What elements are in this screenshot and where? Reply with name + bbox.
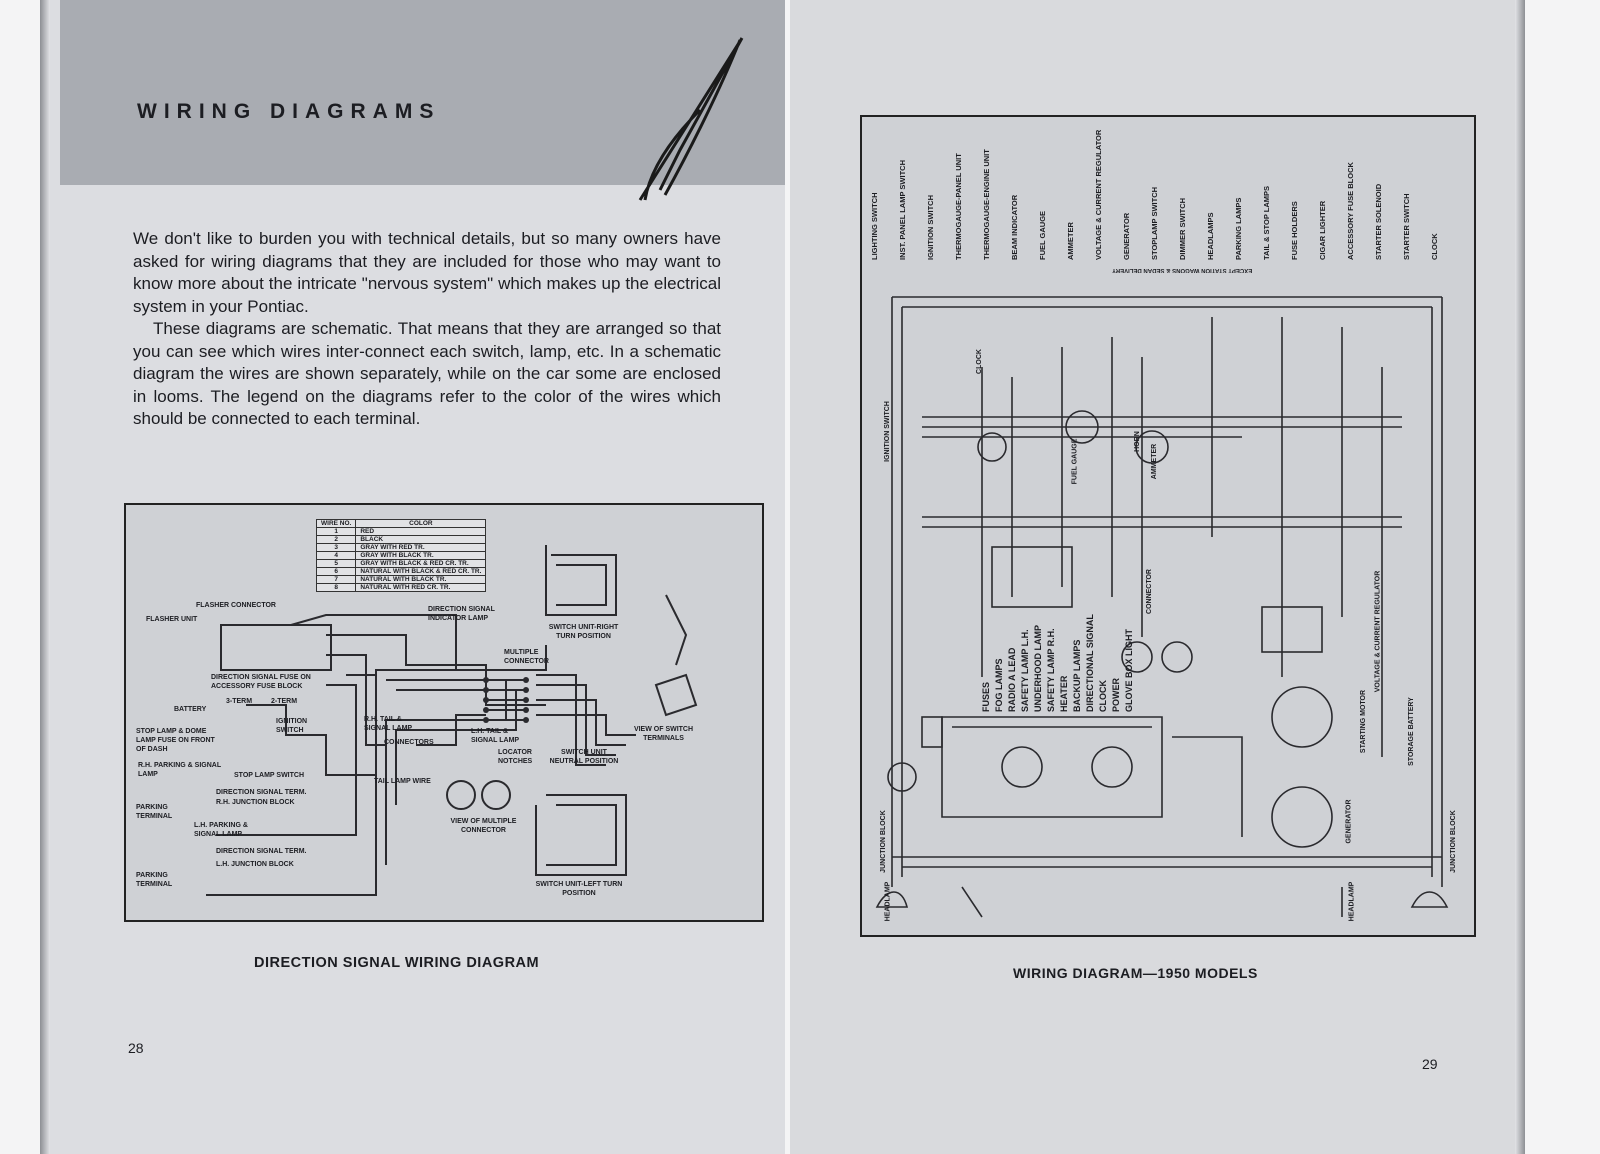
diagram-label: FLASHER CONNECTOR: [196, 602, 276, 609]
component-label: STARTING MOTOR: [1360, 689, 1368, 754]
diagram-label: STOP LAMP SWITCH: [234, 772, 305, 779]
diagram-label: R.H. TAIL & SIGNAL LAMP: [364, 716, 413, 732]
diagram-caption: WIRING DIAGRAM—1950 MODELS: [1013, 965, 1258, 981]
page-spine: [40, 0, 50, 1154]
diagram-label: DIRECTION SIGNAL FUSE ON ACCESSORY FUSE …: [211, 674, 311, 690]
wire-color: GRAY WITH BLACK TR.: [355, 551, 487, 560]
wire-number: 3: [315, 543, 357, 552]
diagram-label: MULTIPLE CONNECTOR: [504, 649, 549, 665]
diagram-label: VIEW OF SWITCH TERMINALS: [633, 726, 694, 742]
wire-number: 5: [315, 559, 357, 568]
wire-number: 1: [315, 527, 357, 536]
diagram-caption: DIRECTION SIGNAL WIRING DIAGRAM: [254, 955, 540, 971]
diagram-label: L.H. TAIL & SIGNAL LAMP: [471, 728, 520, 744]
component-label: AMMETER: [1151, 443, 1159, 480]
diagram-label: SWITCH UNIT-LEFT TURN POSITION: [535, 881, 623, 897]
wire-color: RED: [355, 527, 487, 536]
component-label: FUEL GAUGE: [1071, 438, 1079, 485]
page-title: WIRING DIAGRAMS: [137, 100, 441, 123]
wire-number: 2: [315, 535, 357, 544]
wire-number: 4: [315, 551, 357, 560]
component-label: JUNCTION BLOCK: [879, 810, 887, 873]
wire-number: 8: [315, 583, 357, 592]
accessory-label: GLOVE BOX LIGHT: [1124, 628, 1134, 712]
diagram-label: VIEW OF MULTIPLE CONNECTOR: [450, 818, 517, 834]
page-spine: [1515, 0, 1525, 1154]
component-label: HEADLAMP: [1348, 881, 1356, 922]
wire-color: BLACK: [355, 535, 487, 544]
diagram-label: DIRECTION SIGNAL TERM.: [216, 789, 307, 796]
component-label: HORN: [1133, 431, 1141, 452]
intro-paragraph: We don't like to burden you with technic…: [133, 229, 721, 316]
diagram-label: L.H. JUNCTION BLOCK: [216, 861, 294, 868]
page-number: 28: [128, 1040, 144, 1056]
diagram-label: CONNECTORS: [384, 739, 434, 746]
wire-color: NATURAL WITH RED CR. TR.: [355, 583, 487, 592]
accessory-label: CLOCK: [1098, 680, 1108, 712]
diagram-label: TAIL LAMP WIRE: [374, 778, 431, 785]
diagram-label: PARKING TERMINAL: [136, 804, 173, 820]
wire-number: 6: [315, 567, 357, 576]
component-label: VOLTAGE & CURRENT REGULATOR: [1374, 570, 1382, 693]
accessory-label: DIRECTIONAL SIGNAL: [1085, 614, 1095, 712]
component-label: GENERATOR: [1345, 799, 1353, 844]
diagram-label: PARKING TERMINAL: [136, 872, 173, 888]
intro-text: We don't like to burden you with technic…: [133, 228, 721, 431]
accessory-label: UNDERHOOD LAMP: [1033, 625, 1043, 712]
wire-color: GRAY WITH RED TR.: [355, 543, 487, 552]
component-label: HEADLAMP: [884, 881, 892, 922]
diagram-label: SWITCH UNIT NEUTRAL POSITION: [549, 749, 619, 765]
wire-color: GRAY WITH BLACK & RED CR. TR.: [355, 559, 487, 568]
accessory-label: FUSES: [981, 681, 991, 712]
diagram-label: STOP LAMP & DOME LAMP FUSE ON FRONT OF D…: [136, 728, 215, 753]
diagram-label: L.H. PARKING & SIGNAL LAMP: [194, 822, 248, 838]
wiring-lines: [206, 545, 698, 896]
component-label: IGNITION SWITCH: [883, 401, 891, 462]
diagram-label: FLASHER UNIT: [146, 616, 198, 623]
quill-logo-icon: [638, 37, 744, 201]
component-label: STORAGE BATTERY: [1407, 697, 1415, 766]
accessory-label: HEATER: [1059, 675, 1069, 712]
diagram-label: DIRECTION SIGNAL INDICATOR LAMP: [428, 606, 495, 622]
diagram-label: LOCATOR NOTCHES: [498, 749, 533, 765]
column-header: WIRE NO.: [315, 519, 357, 528]
diagram-label: IGNITION SWITCH: [276, 718, 308, 734]
accessory-label: FOG LAMPS: [994, 658, 1004, 713]
column-header: COLOR: [355, 519, 487, 528]
diagram-label: R.H. PARKING & SIGNAL LAMP: [138, 762, 221, 778]
accessory-label: BACKUP LAMPS: [1072, 639, 1082, 712]
intro-paragraph: These diagrams are schematic. That means…: [133, 319, 721, 428]
diagram-label: R.H. JUNCTION BLOCK: [216, 799, 295, 806]
diagram-label: 3-TERM: [226, 698, 253, 705]
wire-color: NATURAL WITH BLACK & RED CR. TR.: [355, 567, 487, 576]
wire-color: NATURAL WITH BLACK TR.: [355, 575, 487, 584]
component-label: JUNCTION BLOCK: [1449, 810, 1457, 873]
left-page: WIRING DIAGRAMS We don't like to burden …: [40, 0, 785, 1154]
accessory-label: RADIO A LEAD: [1007, 647, 1017, 712]
wire-number: 7: [315, 575, 357, 584]
accessory-label: SAFETY LAMP R.H.: [1046, 628, 1056, 712]
diagram-label: BATTERY: [174, 706, 207, 713]
accessory-label: SAFETY LAMP L.H.: [1020, 629, 1030, 712]
accessory-label: POWER: [1111, 677, 1121, 712]
component-label: CLOCK: [975, 349, 983, 374]
component-label: CONNECTOR: [1145, 569, 1153, 614]
wiring-lines: [875, 296, 1449, 918]
diagram-label: 2-TERM: [271, 698, 298, 705]
diagram-label: SWITCH UNIT-RIGHT TURN POSITION: [548, 624, 619, 640]
page-number: 29: [1422, 1056, 1438, 1072]
diagram-label: DIRECTION SIGNAL TERM.: [216, 848, 307, 855]
